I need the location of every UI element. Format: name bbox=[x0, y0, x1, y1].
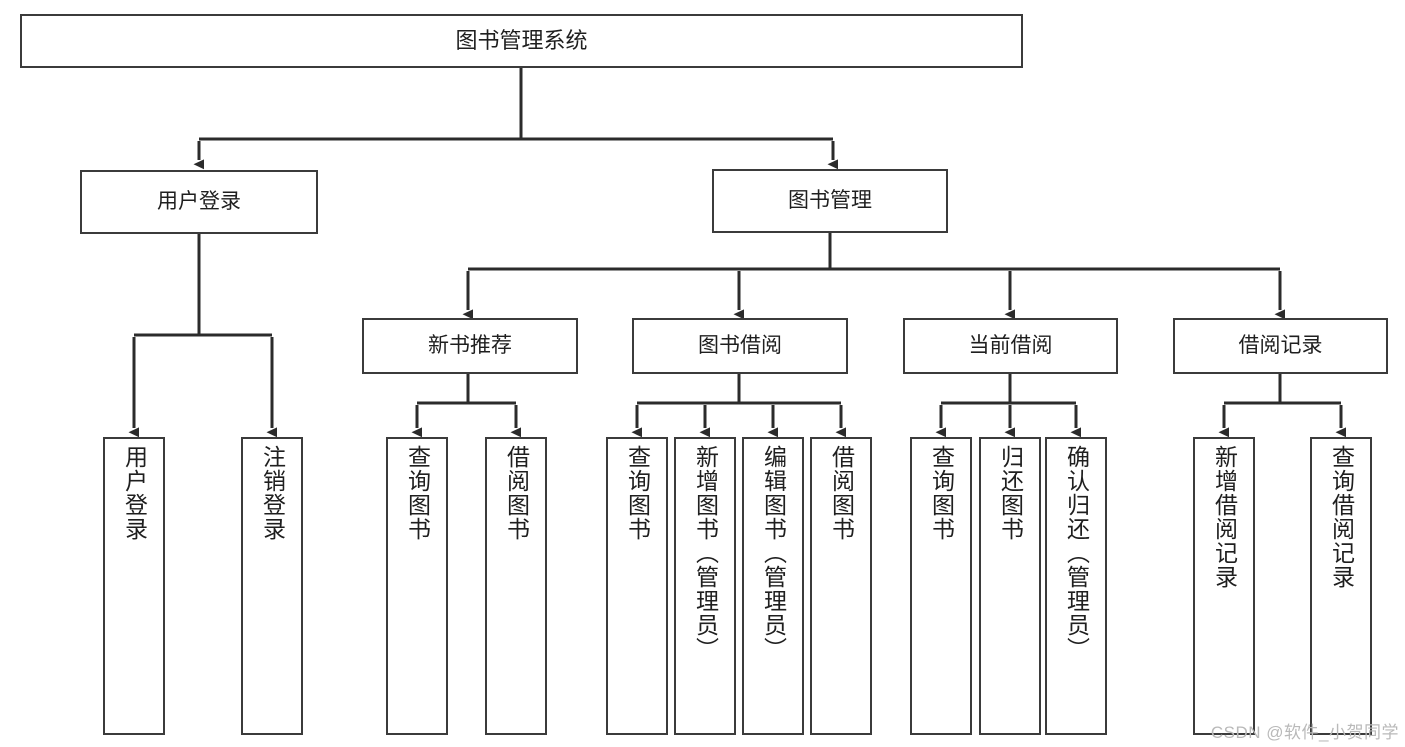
leaf-current-query-book[interactable]: 查询图书 bbox=[910, 437, 972, 735]
node-label: 新增借阅记录 bbox=[1211, 445, 1238, 589]
node-label: 用户登录 bbox=[121, 445, 148, 541]
leaf-borrow-borrow-book[interactable]: 借阅图书 bbox=[810, 437, 872, 735]
node-label: 归还图书 bbox=[997, 445, 1024, 541]
node-book-management[interactable]: 图书管理 bbox=[712, 169, 948, 233]
node-label: 查询借阅记录 bbox=[1328, 445, 1355, 589]
leaf-recommend-borrow-book[interactable]: 借阅图书 bbox=[485, 437, 547, 735]
leaf-current-confirm-return-admin[interactable]: 确认归还（管理员） bbox=[1045, 437, 1107, 735]
node-label: 注销登录 bbox=[259, 445, 286, 541]
node-label: 查询图书 bbox=[624, 445, 651, 541]
node-borrow-record[interactable]: 借阅记录 bbox=[1173, 318, 1388, 374]
node-label: 图书管理 bbox=[788, 188, 872, 212]
leaf-user-login[interactable]: 用户登录 bbox=[103, 437, 165, 735]
node-label: 借阅图书 bbox=[503, 445, 530, 541]
node-label: 借阅记录 bbox=[1238, 333, 1323, 357]
leaf-record-query-borrow-record[interactable]: 查询借阅记录 bbox=[1310, 437, 1372, 735]
leaf-record-add-borrow-record[interactable]: 新增借阅记录 bbox=[1193, 437, 1255, 735]
node-label: 当前借阅 bbox=[968, 333, 1053, 357]
node-label: 新增图书（管理员） bbox=[692, 445, 719, 661]
node-root-system[interactable]: 图书管理系统 bbox=[20, 14, 1023, 68]
node-label: 图书管理系统 bbox=[455, 28, 588, 54]
node-label: 新书推荐 bbox=[428, 333, 512, 357]
leaf-current-return-book[interactable]: 归还图书 bbox=[979, 437, 1041, 735]
node-label: 查询图书 bbox=[928, 445, 955, 541]
node-current-borrow[interactable]: 当前借阅 bbox=[903, 318, 1118, 374]
leaf-borrow-edit-book-admin[interactable]: 编辑图书（管理员） bbox=[742, 437, 804, 735]
node-label: 用户登录 bbox=[157, 189, 241, 213]
leaf-borrow-add-book-admin[interactable]: 新增图书（管理员） bbox=[674, 437, 736, 735]
node-book-borrow[interactable]: 图书借阅 bbox=[632, 318, 848, 374]
node-label: 编辑图书（管理员） bbox=[760, 445, 787, 661]
node-new-book-recommend[interactable]: 新书推荐 bbox=[362, 318, 578, 374]
node-label: 借阅图书 bbox=[828, 445, 855, 541]
leaf-logout[interactable]: 注销登录 bbox=[241, 437, 303, 735]
leaf-borrow-query-book[interactable]: 查询图书 bbox=[606, 437, 668, 735]
node-label: 确认归还（管理员） bbox=[1063, 445, 1090, 661]
node-user-login[interactable]: 用户登录 bbox=[80, 170, 318, 234]
node-label: 查询图书 bbox=[404, 445, 431, 541]
node-label: 图书借阅 bbox=[698, 333, 782, 357]
leaf-recommend-query-book[interactable]: 查询图书 bbox=[386, 437, 448, 735]
